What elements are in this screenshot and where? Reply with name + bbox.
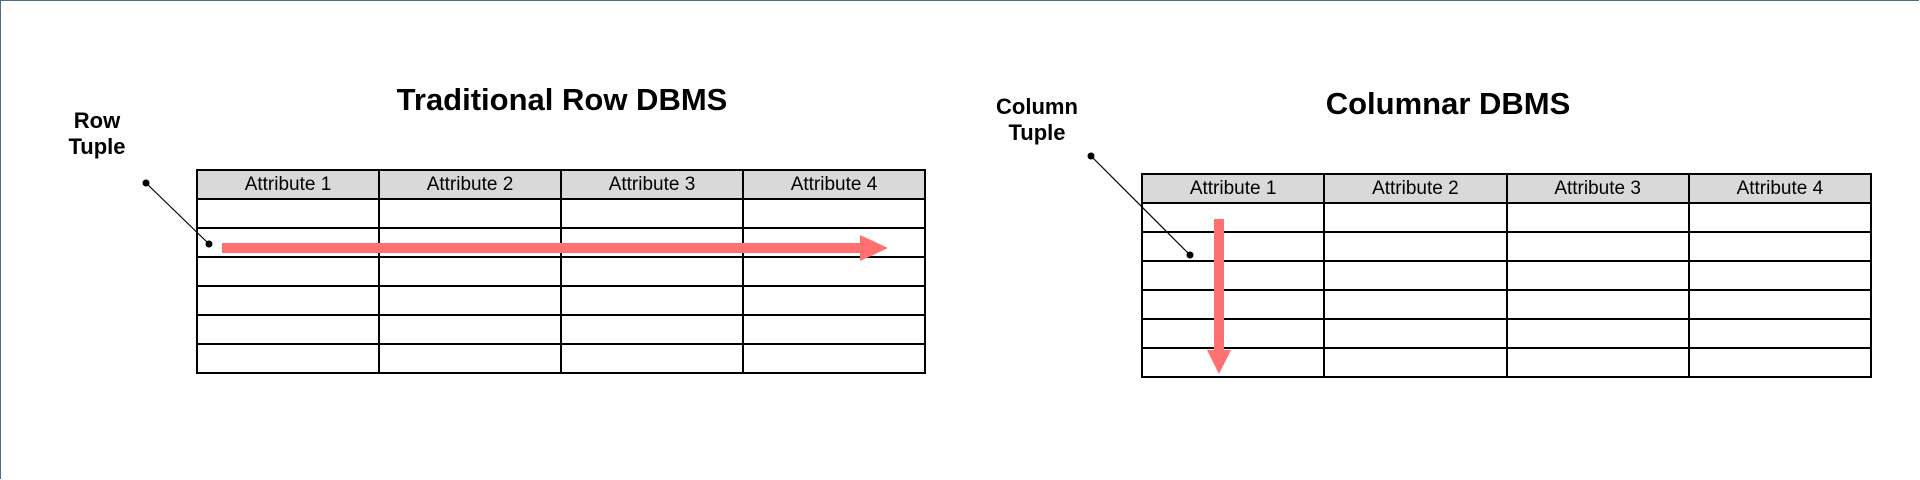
row-header-attribute-2: Attribute 2 — [378, 169, 562, 200]
row-direction-arrow-shaft — [222, 243, 860, 253]
row-dbms-title: Traditional Row DBMS — [396, 82, 728, 117]
table-cell — [1505, 289, 1690, 320]
table-cell — [378, 256, 562, 287]
table-cell — [1323, 202, 1508, 233]
row-tuple-label-line2: Tuple — [68, 134, 126, 159]
table-cell — [742, 314, 926, 345]
table-cell — [1505, 260, 1690, 291]
table-cell — [1323, 289, 1508, 320]
table-cell — [1505, 231, 1690, 262]
table-cell — [378, 314, 562, 345]
row-header-attribute-3: Attribute 3 — [560, 169, 744, 200]
table-row — [196, 198, 926, 229]
table-cell — [378, 198, 562, 229]
row-tuple-pointer-dot-end — [205, 240, 213, 248]
table-cell — [742, 285, 926, 316]
table-cell — [1140, 202, 1326, 233]
col-header-attribute-3: Attribute 3 — [1505, 173, 1690, 204]
table-cell — [1687, 231, 1873, 262]
table-row — [1140, 202, 1873, 233]
table-cell — [1140, 289, 1326, 320]
table-cell — [378, 285, 562, 316]
table-cell — [196, 314, 380, 345]
table-cell — [1323, 231, 1508, 262]
table-cell — [196, 256, 380, 287]
table-row — [1140, 347, 1873, 378]
table-row — [196, 343, 926, 374]
table-cell — [1687, 347, 1873, 378]
table-cell — [1323, 318, 1508, 349]
col-header-attribute-1: Attribute 1 — [1140, 173, 1326, 204]
table-row — [196, 256, 926, 287]
table-cell — [196, 198, 380, 229]
table-cell — [560, 314, 744, 345]
table-cell — [1505, 347, 1690, 378]
column-tuple-label-line1: Column — [996, 94, 1078, 119]
table-row — [196, 314, 926, 345]
table-cell — [742, 198, 926, 229]
table-cell — [560, 198, 744, 229]
table-cell — [1140, 260, 1326, 291]
row-header-attribute-1: Attribute 1 — [196, 169, 380, 200]
table-cell — [560, 256, 744, 287]
table-cell — [1140, 347, 1326, 378]
table-cell — [378, 343, 562, 374]
table-cell — [1505, 318, 1690, 349]
table-cell — [1140, 318, 1326, 349]
table-row — [1140, 318, 1873, 349]
column-tuple-pointer-dot-end — [1186, 251, 1194, 259]
table-cell — [560, 343, 744, 374]
column-direction-arrow-head — [1207, 350, 1231, 374]
table-cell — [1687, 318, 1873, 349]
column-tuple-pointer-line — [1090, 155, 1191, 256]
table-cell — [1323, 347, 1508, 378]
table-cell — [1505, 202, 1690, 233]
col-header-attribute-2: Attribute 2 — [1323, 173, 1508, 204]
table-cell — [560, 285, 744, 316]
row-tuple-pointer-line — [145, 182, 210, 245]
row-tuple-pointer-dot-start — [142, 179, 150, 187]
table-row — [196, 285, 926, 316]
row-direction-arrow-head — [860, 235, 888, 261]
table-cell — [196, 343, 380, 374]
table-cell — [742, 343, 926, 374]
row-tuple-label-line1: Row — [73, 108, 121, 133]
table-cell — [196, 285, 380, 316]
table-row — [1140, 289, 1873, 320]
row-tuple-label: Row Tuple — [50, 108, 144, 160]
table-cell — [1687, 202, 1873, 233]
table-cell — [742, 256, 926, 287]
column-tuple-label: Column Tuple — [982, 94, 1092, 146]
table-cell — [1687, 260, 1873, 291]
table-row — [1140, 260, 1873, 291]
row-header-attribute-4: Attribute 4 — [742, 169, 926, 200]
column-tuple-pointer-dot-start — [1087, 152, 1095, 160]
table-cell — [1687, 289, 1873, 320]
column-tuple-label-line2: Tuple — [1008, 120, 1066, 145]
column-direction-arrow-shaft — [1214, 219, 1224, 350]
col-header-attribute-4: Attribute 4 — [1687, 173, 1873, 204]
columnar-dbms-title: Columnar DBMS — [1325, 86, 1571, 121]
table-cell — [1323, 260, 1508, 291]
